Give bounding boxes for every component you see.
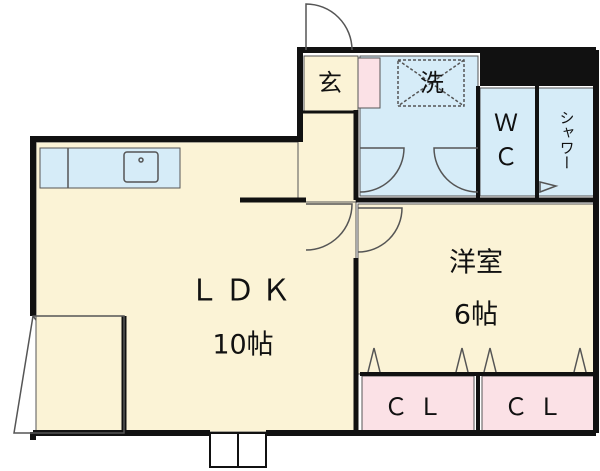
door-swing-icon [305, 3, 587, 373]
corridor-floor [297, 111, 357, 203]
western-name: 洋室 [449, 248, 503, 279]
bottom-window [209, 432, 267, 468]
closet-left-name: ＣＬ [384, 393, 452, 421]
shower-floor [537, 87, 595, 197]
sink-icon [67, 148, 159, 188]
shower-name: シャワー [558, 110, 576, 170]
washroom-name: 洗 [420, 69, 444, 97]
floors [35, 55, 595, 433]
closet-left-floor [361, 375, 475, 433]
washer-icon [397, 59, 465, 107]
ldk-name: ＬＤＫ [189, 274, 297, 309]
western-size: 6帖 [454, 300, 498, 331]
toilet-name-1: Ｗ [494, 109, 518, 137]
kitchen-counter [39, 147, 181, 189]
western-floor [357, 203, 595, 375]
balcony [13, 315, 125, 434]
ldk-size: 10帖 [212, 330, 273, 361]
closet-right-name: ＣＬ [504, 393, 572, 421]
entrance-name: 玄 [318, 69, 342, 97]
toilet-name-2: Ｃ [494, 143, 518, 171]
labels: ＬＤＫ 10帖 洋室 6帖 玄 洗 Ｗ Ｃ シャワー ＣＬ ＣＬ [189, 69, 576, 421]
toilet-floor [479, 87, 537, 197]
shoe-cabinet [357, 57, 381, 109]
